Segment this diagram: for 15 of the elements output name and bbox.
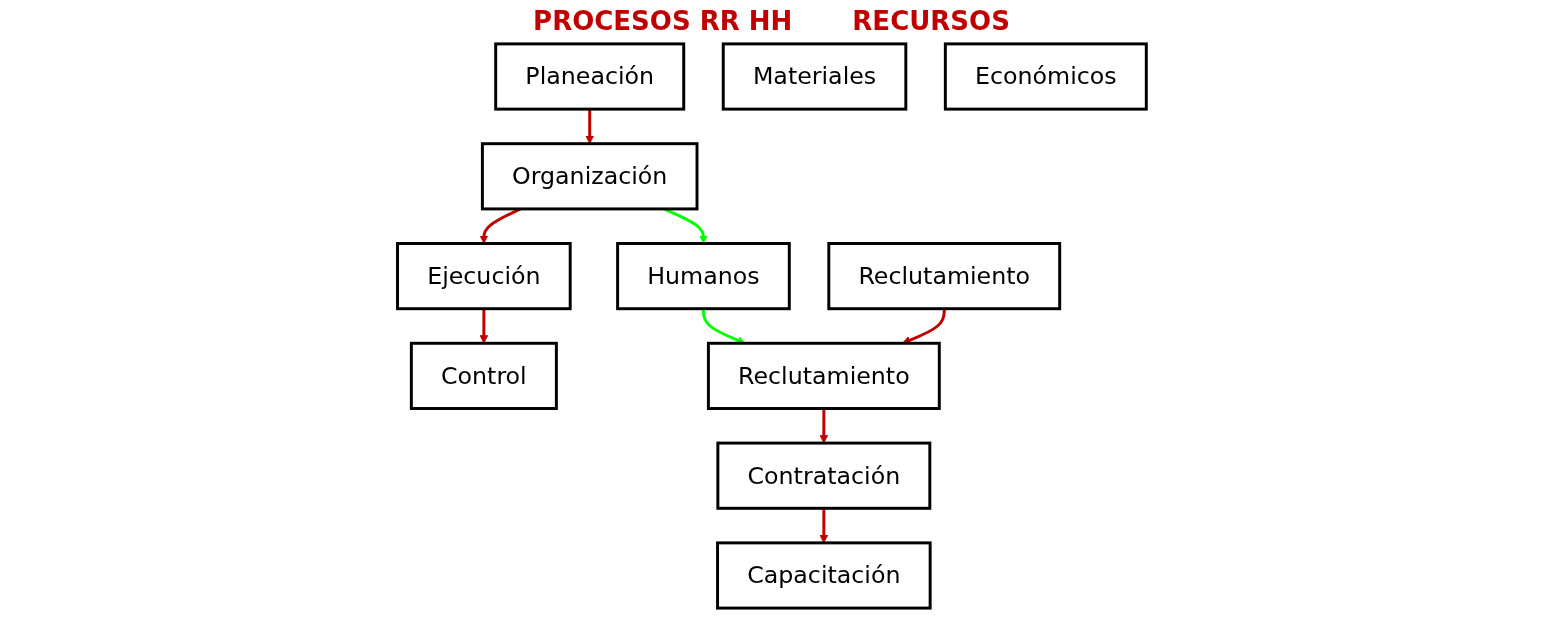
node-box: Reclutamiento <box>826 242 1061 311</box>
node-box: Capacitación <box>715 541 932 610</box>
node-box: Económicos <box>943 42 1148 111</box>
arrow <box>819 408 828 444</box>
node-box: Materiales <box>721 42 907 111</box>
node-box: Contratación <box>716 441 931 510</box>
arrow <box>479 308 488 344</box>
node-box: Control <box>409 341 558 410</box>
node-box: Ejecución <box>395 242 572 311</box>
node-box: Planeación <box>493 42 685 111</box>
column-heading: PROCESOS RR HH <box>533 6 793 36</box>
node-box: Reclutamiento <box>706 341 941 410</box>
node-box: Humanos <box>615 242 791 311</box>
node-box: Organización <box>480 142 699 211</box>
column-heading: RECURSOS <box>852 6 1010 36</box>
